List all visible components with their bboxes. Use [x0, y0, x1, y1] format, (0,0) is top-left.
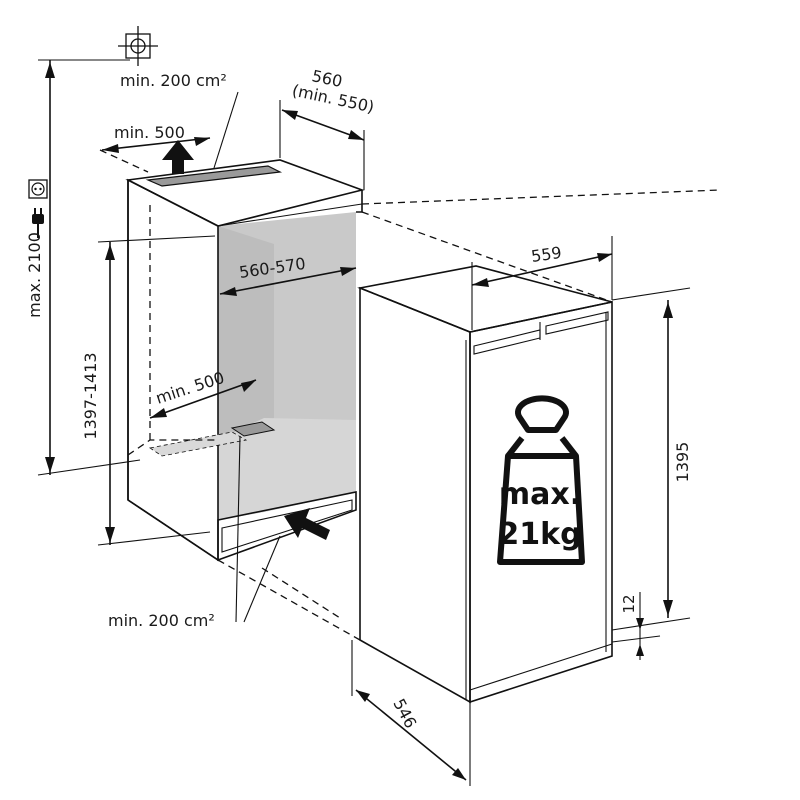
dimension-labels: min. 200 cm² min. 500 560 (min. 550) 560… — [25, 66, 692, 731]
cabinet-plinth — [217, 491, 357, 562]
arrow-in-icon — [284, 508, 330, 540]
label-appliance-width: 559 — [530, 243, 563, 266]
appliance-top — [357, 265, 613, 333]
vent-top-width-dimline — [101, 137, 211, 151]
projection-lines — [99, 149, 721, 641]
top-vent-slot — [145, 165, 283, 187]
appliance-depth-dimline — [355, 689, 467, 781]
label-max-height: max. 2100 — [25, 232, 44, 318]
niche-floor — [218, 418, 356, 520]
plumb-target-icon — [118, 26, 158, 66]
bottom-vent-slot — [230, 421, 276, 437]
appliance-side — [359, 286, 471, 704]
label-vent-bottom-width: min. 500 — [153, 368, 226, 408]
label-vent-top-width: min. 500 — [114, 123, 185, 142]
weight-label-line1: max. — [499, 477, 581, 512]
door-handle-right — [545, 311, 609, 335]
label-appliance-depth: 546 — [389, 695, 420, 731]
dimension-lines — [37, 59, 691, 786]
plug-icon — [32, 208, 44, 238]
door-handle-left — [473, 329, 541, 355]
arrow-up-icon — [162, 140, 194, 174]
label-appliance-height: 1395 — [673, 442, 692, 483]
bottom-vent-guide — [148, 431, 248, 457]
appliance-width-dimline — [471, 253, 613, 286]
appliance-front-door — [469, 301, 613, 704]
power-socket-icon — [28, 179, 48, 199]
weight-label-line2: 21kg — [498, 517, 581, 552]
niche-cabinet — [125, 159, 365, 562]
vent-bottom-width-dimline — [149, 379, 257, 419]
weight-icon: max. 21kg — [497, 395, 585, 565]
label-niche-height: 1397-1413 — [81, 352, 100, 439]
label-vent-bottom-area: min. 200 cm² — [108, 611, 215, 630]
label-gap: 12 — [620, 594, 638, 613]
niche-width-dimline — [219, 267, 357, 295]
label-vent-top-area: min. 200 cm² — [120, 71, 227, 90]
niche-back-wall — [218, 226, 274, 440]
